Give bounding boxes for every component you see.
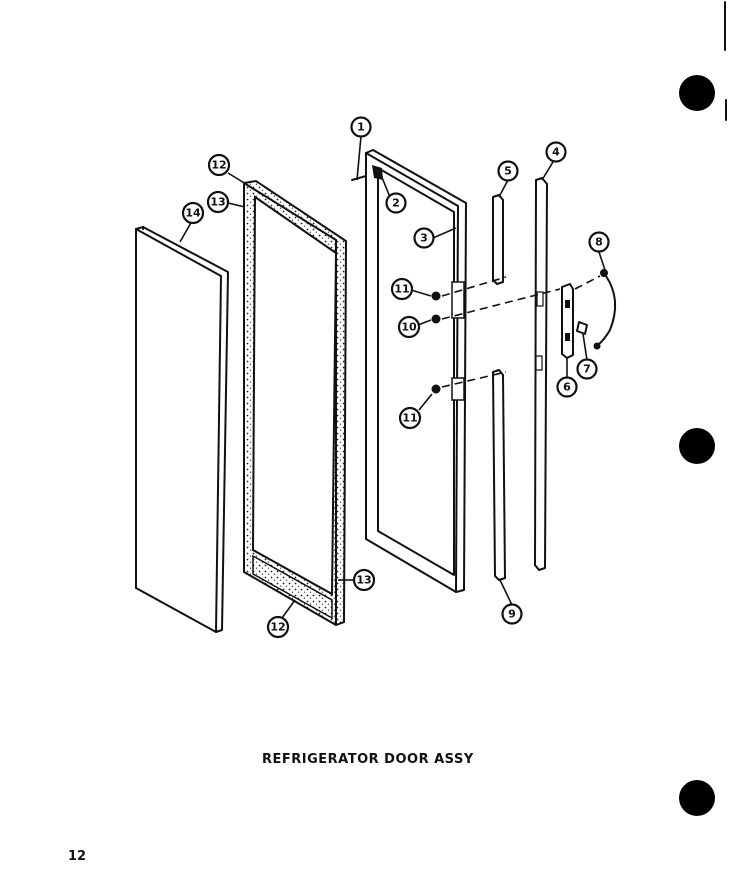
svg-text:7: 7: [583, 363, 591, 376]
svg-text:4: 4: [552, 146, 560, 159]
svg-text:14: 14: [185, 207, 201, 220]
upper-trim-strip: [492, 194, 504, 285]
svg-text:11: 11: [394, 283, 409, 296]
callout-11-lower: 11: [398, 406, 422, 430]
assembly-lines: [441, 275, 601, 388]
margin-marks: [724, 1, 727, 121]
callout-6: 6: [556, 376, 578, 398]
inner-door-liner: [365, 149, 467, 593]
callout-9: 9: [501, 603, 523, 625]
handle-bracket: [561, 283, 574, 359]
callout-8: 8: [588, 231, 610, 253]
svg-text:2: 2: [392, 197, 400, 210]
callout-7: 7: [576, 358, 598, 380]
svg-text:13: 13: [210, 196, 225, 209]
callout-4: 4: [545, 141, 567, 163]
svg-text:10: 10: [401, 321, 417, 334]
binder-hole-top: [679, 75, 715, 111]
mount-screws: [431, 291, 441, 394]
diagram-caption: REFRIGERATOR DOOR ASSY: [262, 752, 474, 767]
callout-3: 3: [413, 227, 435, 249]
hinge-screw: [351, 165, 383, 181]
binder-hole-middle: [679, 428, 715, 464]
svg-text:12: 12: [211, 159, 226, 172]
callout-10: 10: [397, 315, 421, 339]
svg-text:6: 6: [563, 381, 571, 394]
svg-text:1: 1: [357, 121, 365, 134]
binder-hole-bottom: [679, 780, 715, 816]
svg-text:12: 12: [270, 621, 285, 634]
callout-14: 14: [181, 201, 205, 225]
callout-13-upper: 13: [206, 190, 230, 214]
svg-text:9: 9: [508, 608, 516, 621]
svg-text:8: 8: [595, 236, 603, 249]
handle-mount-strip: [534, 177, 548, 571]
callout-11-upper: 11: [390, 277, 414, 301]
handle-clip: [576, 321, 588, 335]
callout-1: 1: [350, 116, 372, 138]
svg-text:13: 13: [356, 574, 371, 587]
callout-12-upper: 12: [207, 153, 231, 177]
door-gasket-frame: [243, 179, 348, 627]
page-number: 12: [68, 849, 87, 864]
svg-text:5: 5: [504, 165, 512, 178]
outer-door-panel: [135, 226, 229, 633]
callout-5: 5: [497, 160, 519, 182]
callout-12-lower: 12: [266, 615, 290, 639]
door-handle: [593, 269, 617, 350]
leader-lines: [179, 135, 606, 619]
callout-13-lower: 13: [352, 568, 376, 592]
lower-trim-strip: [492, 369, 506, 581]
callout-2: 2: [385, 192, 407, 214]
svg-text:11: 11: [402, 412, 417, 425]
svg-text:3: 3: [420, 232, 428, 245]
